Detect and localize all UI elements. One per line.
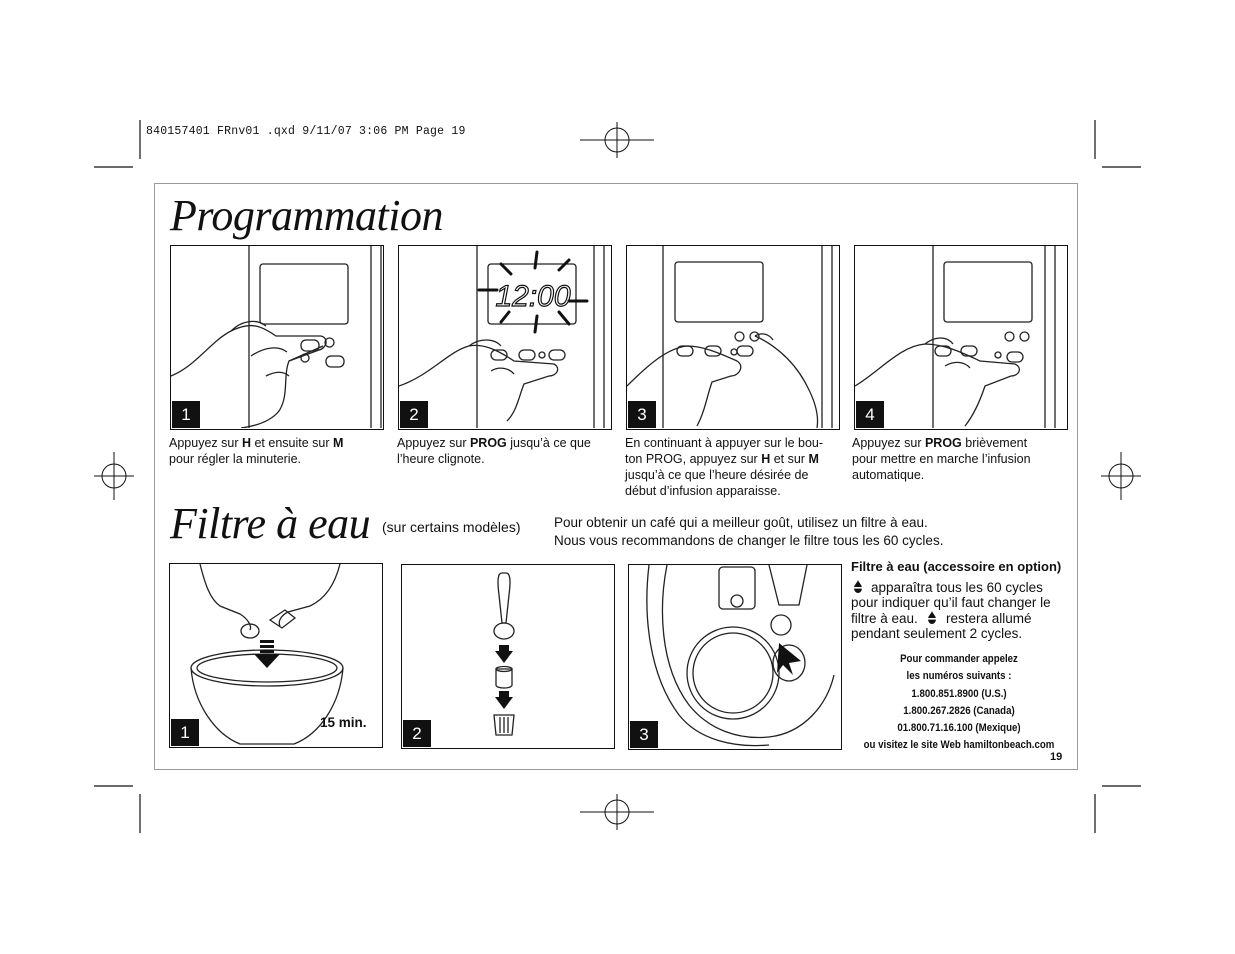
order-phone-us: 1.800.851.8900 (U.S.)	[911, 687, 1007, 700]
filter-assembly-illustration	[493, 572, 515, 736]
filter-accessory-title: Filtre à eau (accessoire en option)	[851, 559, 1062, 574]
file-slug: 840157401 FRnv01 .qxd 9/11/07 3:06 PM Pa…	[146, 125, 466, 138]
order-phone-canada: 1.800.267.2826 (Canada)	[903, 704, 1015, 717]
step-1-number: 1	[172, 401, 200, 428]
water-drop-filter-icon	[852, 580, 864, 593]
filter-step-1-number: 1	[171, 719, 199, 746]
filter-side-line-4: pendant seulement 2 cycles.	[851, 626, 1023, 641]
filtre-intro-line-2: Nous vous recommandons de changer le fil…	[554, 533, 944, 548]
order-info: Pour commander appelez les numéros suiva…	[851, 651, 1067, 755]
step-3-illustration: 3	[626, 245, 840, 430]
order-website: ou visitez le site Web hamiltonbeach.com	[863, 739, 1055, 752]
filter-side-line-2: pour indiquer qu’il faut changer le	[851, 595, 1051, 610]
filter-step-2-illustration: 2	[401, 564, 615, 749]
blinking-clock-illustration: 12:00	[399, 246, 605, 428]
filter-side-line-3b: restera allumé	[946, 611, 1032, 626]
filter-insert-reservoir-illustration	[646, 565, 835, 747]
step-3-caption: En continuant à appuyer sur le bou-ton P…	[625, 436, 824, 498]
soak-filter-bowl-illustration: 15 min.	[190, 564, 367, 745]
step-4-illustration: 4	[854, 245, 1068, 430]
programmation-title: Programmation	[170, 191, 444, 240]
step-4-number: 4	[856, 401, 884, 428]
registration-mark-bottom	[580, 794, 654, 830]
order-line: les numéros suivants :	[906, 670, 1012, 683]
page-number: 19	[1050, 751, 1063, 763]
order-line: Pour commander appelez	[900, 653, 1018, 665]
water-drop-filter-icon	[926, 611, 938, 624]
step-2-illustration: 12:00 2	[398, 245, 612, 430]
filter-step-1-illustration: 15 min. 1	[169, 563, 383, 748]
registration-mark-top	[580, 122, 654, 158]
filter-side-line-1: apparaîtra tous les 60 cycles	[871, 580, 1043, 595]
filtre-intro-line-1: Pour obtenir un café qui a meilleur goût…	[554, 515, 928, 530]
soak-time-label: 15 min.	[320, 715, 367, 730]
registration-mark-right	[1101, 452, 1141, 500]
filter-step-3-number: 3	[630, 721, 658, 748]
filtre-title: Filtre à eau	[170, 499, 371, 548]
hand-pressing-buttons-illustration	[171, 246, 382, 428]
filter-side-line-3a: filtre à eau.	[851, 611, 918, 626]
two-hands-pressing-buttons-illustration	[627, 246, 833, 428]
step-3-number: 3	[628, 401, 656, 428]
hand-pressing-prog-illustration	[855, 246, 1056, 428]
filter-step-2-number: 2	[403, 720, 431, 747]
order-phone-mexico: 01.800.71.16.100 (Mexique)	[897, 722, 1021, 735]
registration-mark-left	[94, 452, 134, 500]
filtre-subtitle: (sur certains modèles)	[382, 519, 521, 535]
filter-step-3-illustration: 3	[628, 564, 842, 750]
clock-display-text: 12:00	[495, 280, 570, 313]
step-1-illustration: 1	[170, 245, 384, 430]
step-2-number: 2	[400, 401, 428, 428]
page-frame	[154, 183, 1078, 770]
